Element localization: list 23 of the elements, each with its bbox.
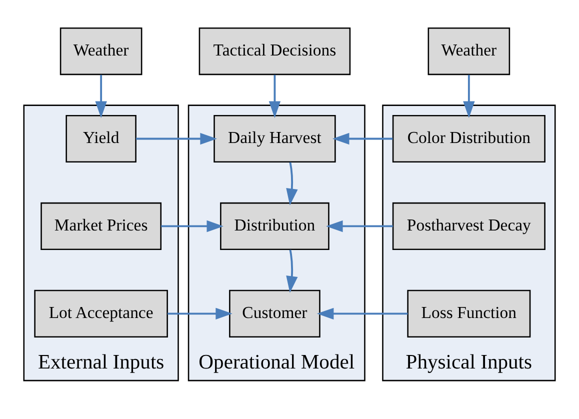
node-box: Tactical Decisions: [198, 28, 351, 76]
node-box: Loss Function: [407, 290, 531, 338]
arrow: [286, 162, 298, 206]
arrow: [326, 220, 393, 232]
arrow: [463, 74, 475, 118]
node-box: Lot Acceptance: [34, 290, 168, 338]
node-box: Market Prices: [40, 202, 162, 250]
node-box: Postharvest Decay: [392, 202, 546, 250]
node-box: Distribution: [220, 202, 330, 250]
node-box: Yield: [66, 114, 136, 163]
arrow: [95, 74, 107, 118]
arrow: [268, 74, 281, 118]
arrow: [286, 250, 298, 293]
arrow: [168, 308, 232, 320]
arrow: [136, 132, 217, 145]
arrow: [332, 132, 393, 145]
arrow: [161, 220, 224, 232]
node-box: Color Distribution: [392, 114, 546, 163]
arrow: [316, 308, 408, 320]
node-box: Daily Harvest: [214, 114, 336, 163]
node-box: Customer: [229, 290, 320, 338]
node-box: Weather: [428, 28, 510, 76]
node-box: Weather: [60, 28, 142, 76]
